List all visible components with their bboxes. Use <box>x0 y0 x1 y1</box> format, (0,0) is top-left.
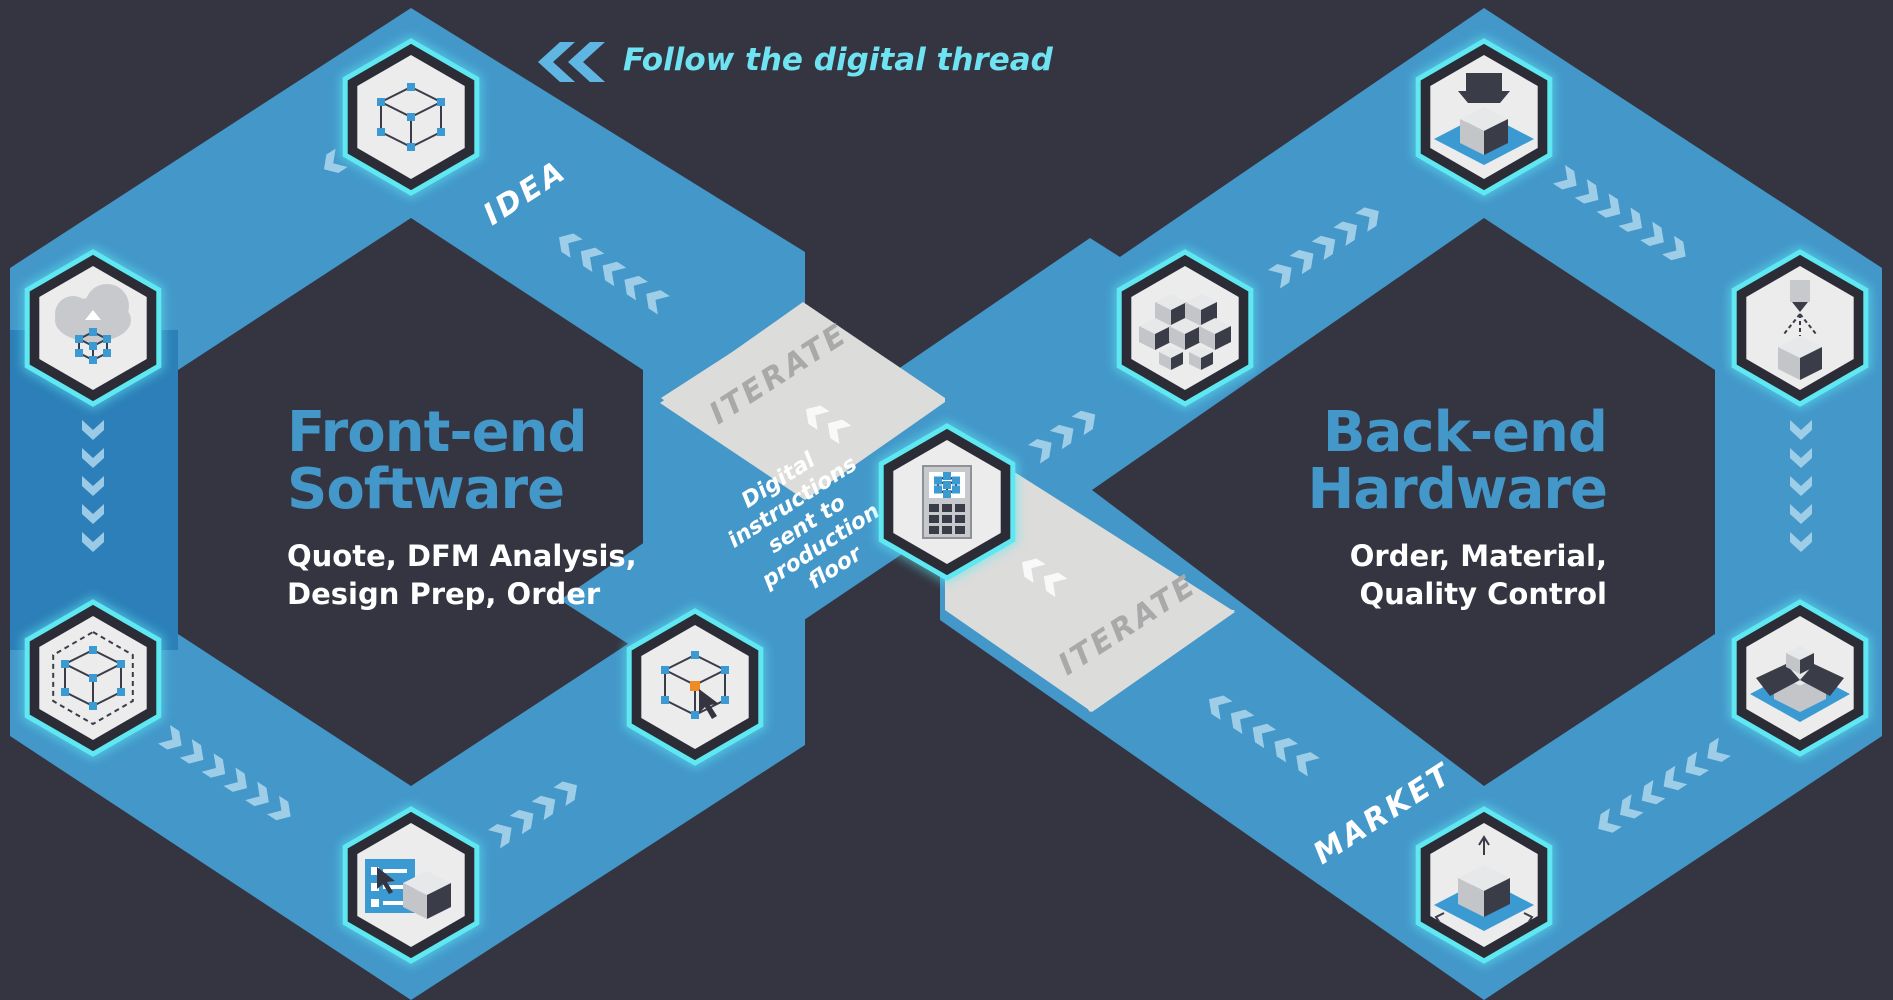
cube-cursor-icon <box>624 605 766 769</box>
bounding-box-cube-icon <box>22 596 164 760</box>
design-checklist-icon <box>340 803 482 967</box>
back-subtitle-line-2: Quality Control <box>1359 577 1608 611</box>
front-end-title: Front-end Software <box>287 400 588 522</box>
follow-thread-label: Follow the digital thread <box>623 42 1053 78</box>
back-title-line-2: Hardware <box>1307 457 1608 522</box>
printer-nozzle-icon <box>1729 246 1871 410</box>
front-end-subtitle: Quote, DFM Analysis, Design Prep, Order <box>287 537 637 613</box>
back-title-line-1: Back-end <box>1322 400 1608 465</box>
cloud-upload-icon <box>22 246 164 410</box>
stacked-cubes-icon <box>1114 246 1256 410</box>
front-end-loop-band <box>10 8 805 1000</box>
finished-part-icon <box>1413 803 1555 967</box>
back-end-title: Back-end Hardware <box>1307 400 1608 522</box>
front-subtitle-line-2: Design Prep, Order <box>287 577 601 611</box>
packaging-box-icon <box>1729 596 1871 760</box>
front-subtitle-line-1: Quote, DFM Analysis, <box>287 539 637 573</box>
back-end-subtitle: Order, Material, Quality Control <box>1350 537 1607 613</box>
front-title-line-2: Software <box>287 457 565 522</box>
machine-control-icon <box>876 420 1018 584</box>
front-title-line-1: Front-end <box>287 400 588 465</box>
cad-cube-icon <box>340 35 482 199</box>
iterate-upper-cover <box>660 302 945 500</box>
back-subtitle-line-1: Order, Material, <box>1349 539 1607 573</box>
follow-thread-arrow-icon <box>538 42 605 82</box>
cnc-mill-icon <box>1413 35 1555 199</box>
